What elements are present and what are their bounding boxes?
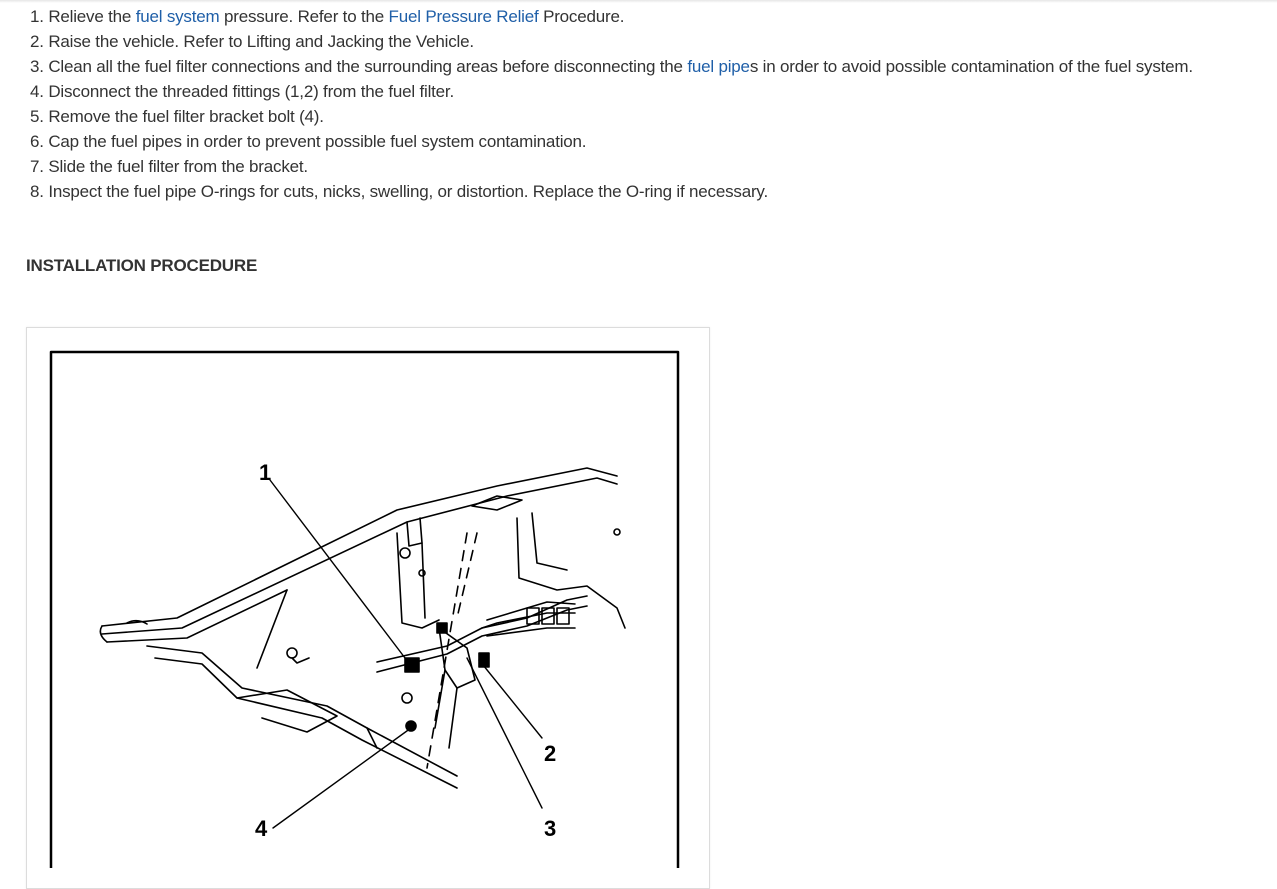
step-text: Slide the fuel filter from the bracket. [48,157,308,176]
diagram-frame [49,350,680,868]
step-number: 1. [30,7,44,26]
step-text: Clean all the fuel filter connections an… [48,57,688,76]
step-text: Remove the fuel filter bracket bolt (4). [48,107,324,126]
callout-2: 2 [544,741,556,766]
step-item: 5. Remove the fuel filter bracket bolt (… [26,104,1241,129]
step-number: 7. [30,157,44,176]
crossmember [146,589,458,789]
fuel-filter-illustration: 1 2 3 4 [26,327,710,889]
step-number: 3. [30,57,44,76]
callout-3: 3 [544,816,556,841]
leader-lines [269,479,543,829]
section-heading: INSTALLATION PROCEDURE [26,256,258,275]
step-link[interactable]: Fuel Pressure Relief [388,7,539,26]
mounting-bracket [286,512,626,704]
step-text: Raise the vehicle. Refer to Lifting and … [48,32,474,51]
frame-rail [99,467,618,643]
step-link[interactable]: fuel system [135,7,220,26]
center-line [426,532,468,769]
step-number: 5. [30,107,44,126]
step-text: Cap the fuel pipes in order to prevent p… [48,132,587,151]
step-text: Procedure. [538,7,625,26]
callout-1: 1 [259,460,271,485]
step-text: Inspect the fuel pipe O-rings for cuts, … [48,182,768,201]
removal-steps-list: 1. Relieve the fuel system pressure. Ref… [26,4,1241,204]
fuel-filter-diagram: 1 2 3 4 [49,350,680,868]
callout-4: 4 [255,816,268,841]
step-item: 1. Relieve the fuel system pressure. Ref… [26,4,1241,29]
step-number: 6. [30,132,44,151]
step-item: 7. Slide the fuel filter from the bracke… [26,154,1241,179]
step-text: pressure. Refer to the [219,7,389,26]
fuel-pipes [376,595,588,673]
step-item: 4. Disconnect the threaded fittings (1,2… [26,79,1241,104]
step-text: Relieve the [48,7,136,26]
step-text: s in order to avoid possible contaminati… [749,57,1193,76]
step-link[interactable]: fuel pipe [687,57,750,76]
step-text: Disconnect the threaded fittings (1,2) f… [48,82,454,101]
top-divider [0,0,1277,3]
step-item: 6. Cap the fuel pipes in order to preven… [26,129,1241,154]
fuel-filter [404,622,490,749]
step-number: 8. [30,182,44,201]
step-number: 2. [30,32,44,51]
step-item: 2. Raise the vehicle. Refer to Lifting a… [26,29,1241,54]
step-item: 8. Inspect the fuel pipe O-rings for cut… [26,179,1241,204]
step-number: 4. [30,82,44,101]
step-item: 3. Clean all the fuel filter connections… [26,54,1241,79]
